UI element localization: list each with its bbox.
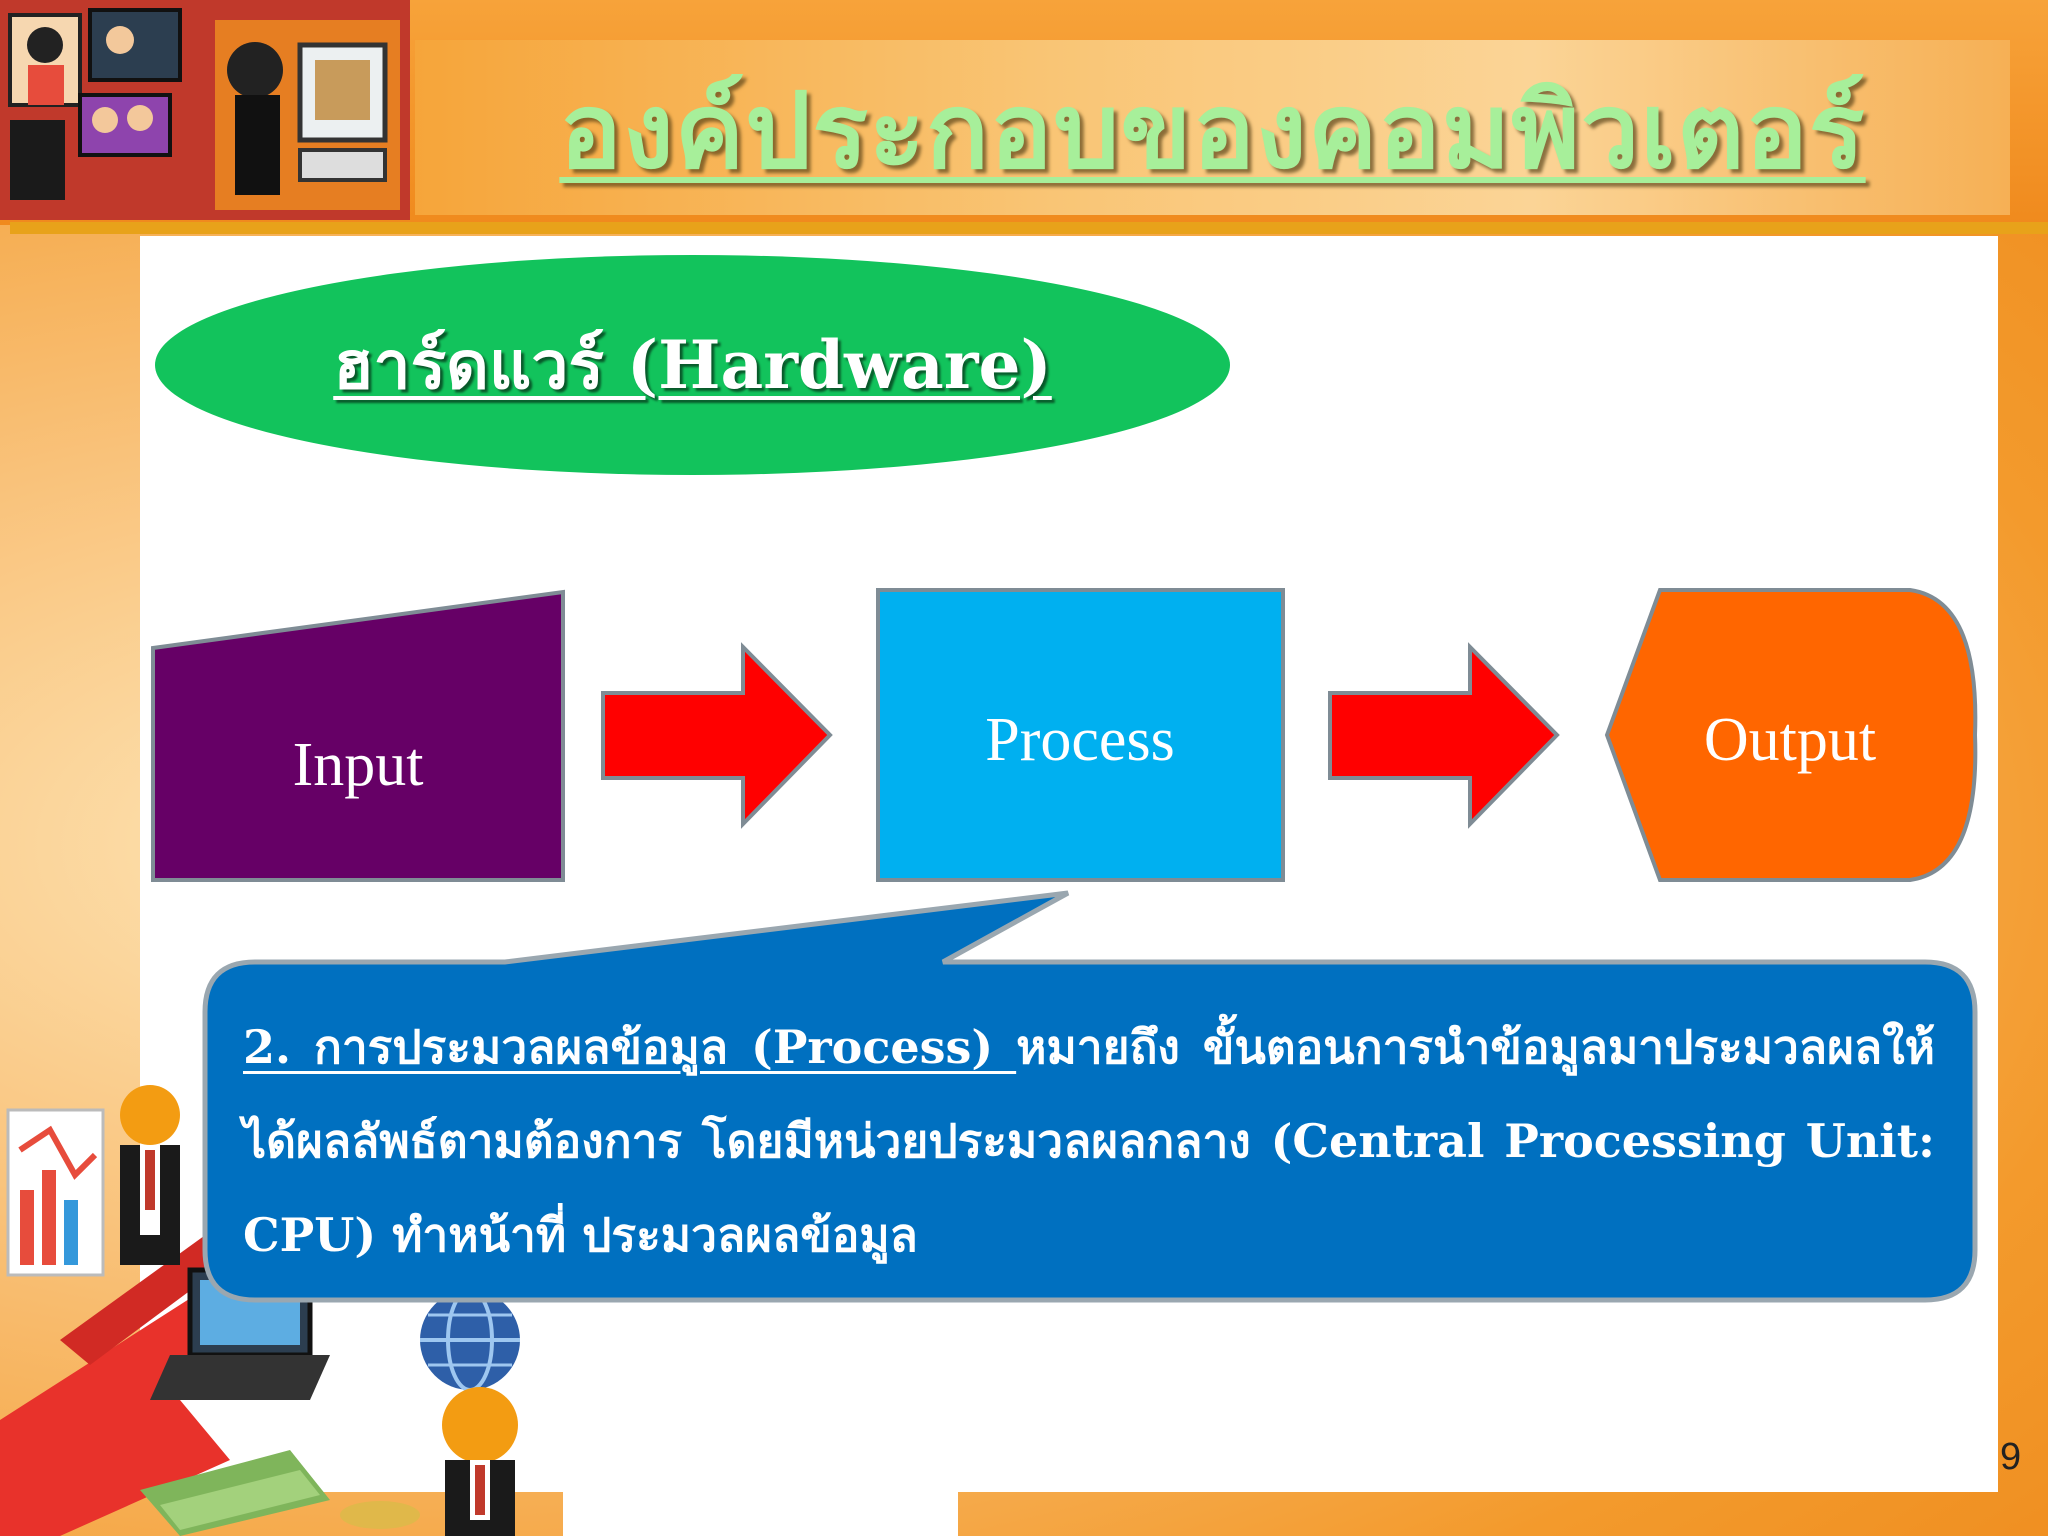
title-panel: [415, 40, 2010, 215]
callout-bubble: [202, 890, 1978, 1303]
output-label: Output: [1704, 706, 1876, 774]
input-label: Input: [293, 731, 424, 799]
process-shape: [876, 588, 1285, 882]
header-rule: [10, 222, 2048, 234]
slide-title: องค์ประกอบของคอมพิวเตอร์: [559, 69, 1866, 192]
hardware-ellipse: ฮาร์ดแวร์ (Hardware): [155, 255, 1230, 475]
input-shape: [151, 589, 565, 882]
hardware-label: ฮาร์ดแวร์ (Hardware): [333, 325, 1052, 404]
page-number: 9: [2000, 1436, 2022, 1478]
content-bottom-strip: [563, 1492, 958, 1536]
arrow-right-icon: [601, 642, 833, 829]
callout-text: 2. การประมวลผลข้อมูล (Process) หมายถึง ข…: [243, 1000, 1935, 1282]
callout-heading: 2. การประมวลผลข้อมูล (Process): [243, 1020, 1017, 1074]
money-clipart: [140, 1387, 518, 1536]
callout-body: หมายถึง ขั้นตอนการนำข้อมูลมาประมวลผลให้ไ…: [243, 1020, 1935, 1262]
arrow-right-icon: [1328, 642, 1560, 829]
process-label: Process: [985, 706, 1174, 774]
office-people-clipart: [0, 0, 410, 220]
output-shape: [1604, 588, 1978, 882]
